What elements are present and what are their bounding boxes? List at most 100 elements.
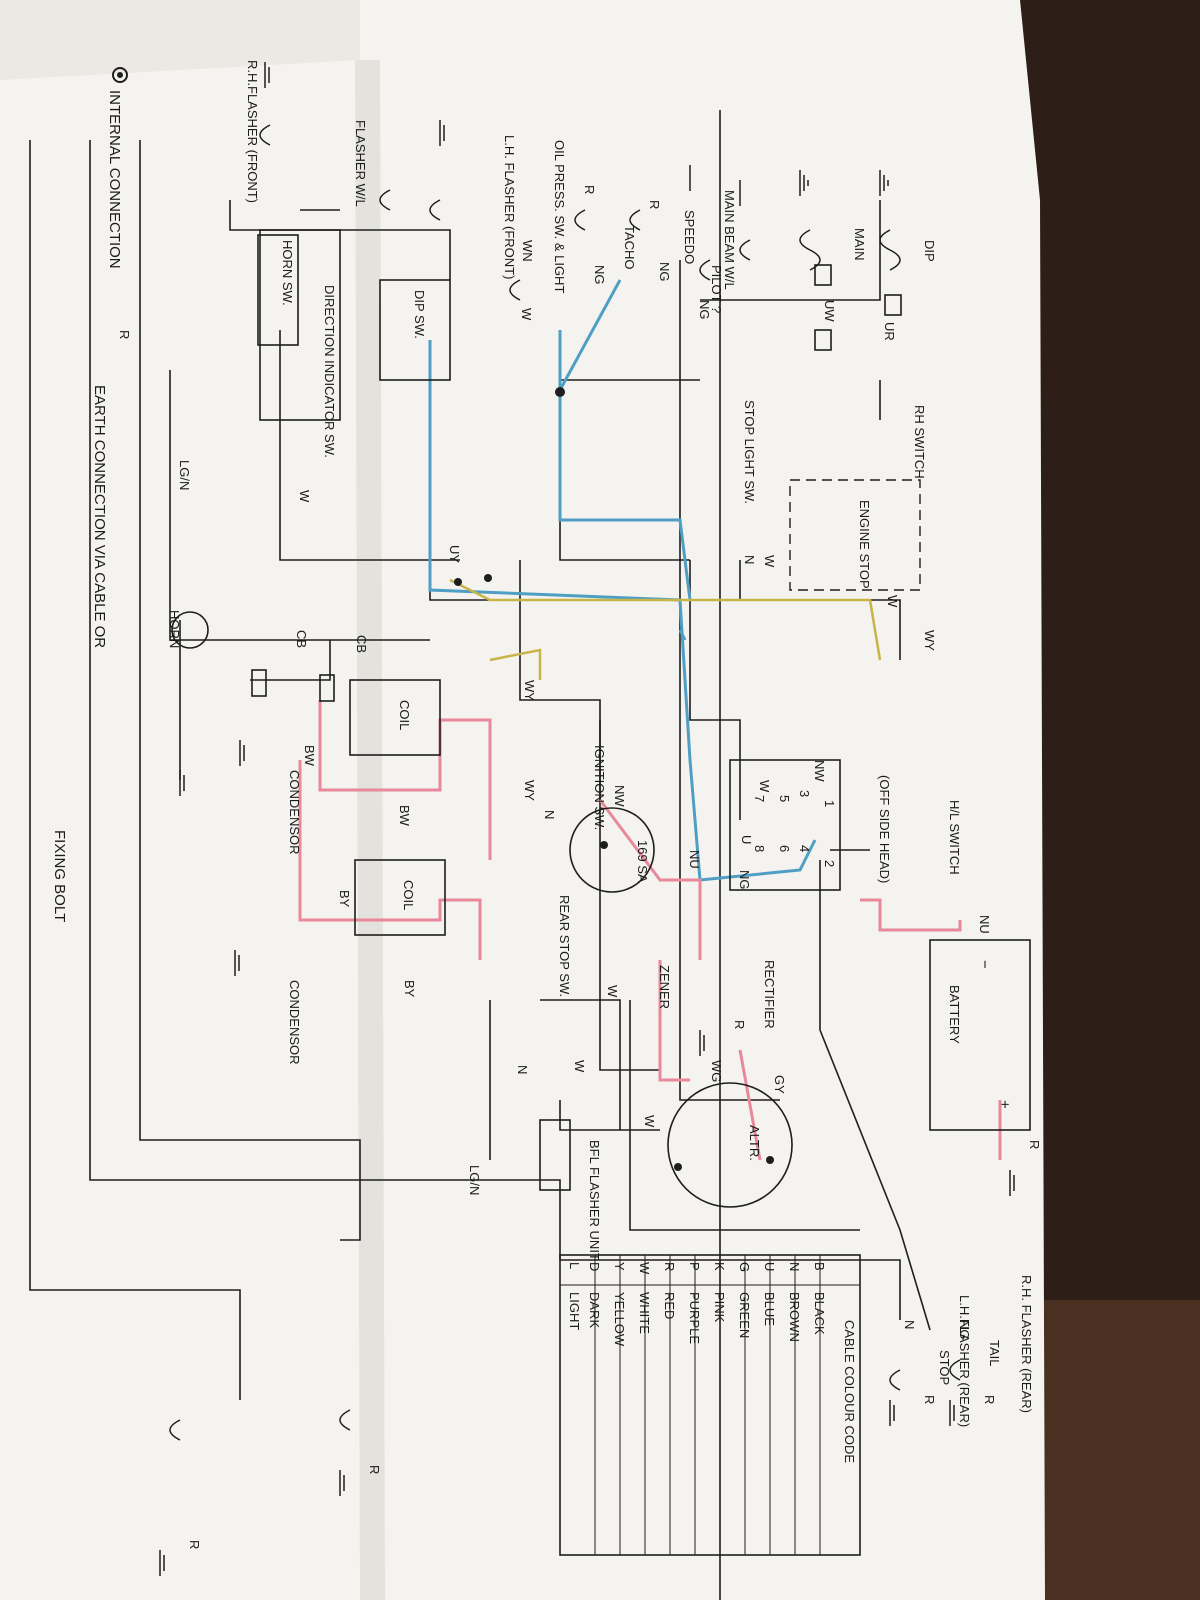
label-n-2: N	[542, 810, 557, 819]
label-n-3: N	[515, 1065, 530, 1074]
cable-code-row: Y YELLOW	[612, 1262, 627, 1347]
label-zener: ZENER	[657, 965, 672, 1009]
connection-dots	[454, 387, 774, 1171]
cable-code-letter: G	[737, 1262, 752, 1272]
label-altr: ALTR.	[747, 1125, 762, 1161]
label-w-6: W	[572, 1060, 587, 1073]
cable-code-letter: R	[662, 1262, 677, 1271]
label-w-1: W	[762, 555, 777, 568]
label-lh-flasher-rear: L.H.FLASHER (REAR)	[957, 1295, 972, 1427]
label-w-2: W	[885, 595, 900, 608]
label-coil-1: COIL	[397, 700, 412, 730]
cable-code-row: K PINK	[712, 1262, 727, 1323]
cable-code-name: LIGHT	[567, 1292, 582, 1330]
cable-code-name: GREEN	[737, 1292, 752, 1338]
wiring-blue	[428, 279, 817, 882]
cable-code-letter: L	[567, 1262, 582, 1269]
label-w-small: W	[519, 308, 534, 321]
label-bfl-flasher-unit: BFL FLASHER UNIT	[587, 1140, 602, 1261]
cable-code-name: WHITE	[637, 1292, 652, 1334]
label-r-2: R	[582, 185, 597, 194]
cable-code-row: W WHITE	[637, 1262, 652, 1334]
label-ng-5: NG	[957, 1320, 972, 1340]
label-n-4: N	[902, 1320, 917, 1329]
cb-resistor-2	[251, 669, 267, 697]
label-gy: GY	[772, 1075, 787, 1094]
cable-code-row: G GREEN	[737, 1262, 752, 1338]
cable-code-name: PURPLE	[687, 1292, 702, 1344]
label-battery-plus: +	[996, 1100, 1013, 1109]
label-w-3: W	[297, 490, 312, 503]
label-uw: UW	[822, 300, 837, 322]
label-r-3: R	[732, 1020, 747, 1029]
label-wn: WN	[520, 240, 535, 262]
label-main: MAIN	[852, 228, 867, 261]
cable-code-title: CABLE COLOUR CODE	[842, 1320, 857, 1463]
label-w-5: W	[605, 985, 620, 998]
cable-code-row: R RED	[662, 1262, 677, 1319]
label-horn-sw: HORN SW.	[280, 240, 295, 306]
label-r-8: R	[187, 1540, 202, 1549]
label-r-5: R	[982, 1395, 997, 1404]
legend-earth-connection: EARTH CONNECTION VIA CABLE OR	[91, 385, 108, 648]
label-speedo: SPEEDO	[682, 210, 697, 264]
label-main-beam: MAIN BEAM W/L	[722, 190, 737, 290]
label-n-1: N	[742, 555, 757, 564]
label-ng-2: NG	[657, 262, 672, 282]
cable-code-letter: W	[637, 1262, 652, 1275]
cable-code-name: DARK	[587, 1292, 602, 1328]
label-nu-1: NU	[687, 850, 702, 869]
label-w-7: W	[642, 1115, 657, 1128]
coil-2-box	[354, 859, 446, 936]
label-bw-2: BW	[302, 745, 317, 767]
terminal-7: 7	[752, 795, 767, 802]
terminal-2: 2	[822, 860, 837, 867]
label-by-2: BY	[402, 980, 417, 998]
label-lh-flasher-front: L.H. FLASHER (FRONT)	[502, 135, 517, 279]
label-bw-1: BW	[397, 805, 412, 827]
label-ignition-sw: IGNITION SW.	[592, 745, 607, 830]
label-horn: HORN	[167, 610, 182, 648]
label-ur: UR	[882, 322, 897, 341]
cable-code-row: N BROWN	[787, 1262, 802, 1342]
label-oil-press: OIL PRESS. SW. & LIGHT	[552, 140, 567, 293]
cable-code-letter: Y	[612, 1262, 627, 1271]
label-nw-2: NW	[812, 760, 827, 782]
label-rh-flasher-rear: R.H. FLASHER (REAR)	[1019, 1275, 1034, 1413]
legend-internal-connection-dot	[117, 72, 123, 78]
label-wy-1: WY	[922, 630, 937, 651]
coil-1-box	[349, 679, 441, 756]
label-pilot: PILOT ?	[709, 265, 724, 313]
legend-r: R	[117, 330, 132, 339]
dip-switch-box	[379, 279, 451, 381]
label-uy: UY	[447, 545, 462, 563]
horn-switch-box	[257, 234, 299, 346]
cable-code-row: D DARK	[587, 1262, 602, 1328]
label-wg: WG	[709, 1060, 724, 1082]
label-stop: STOP	[937, 1350, 952, 1385]
earth-symbols	[159, 62, 1015, 1576]
label-r-7: R	[367, 1465, 382, 1474]
legend-fixing-bolt: FIXING BOLT	[51, 830, 68, 922]
label-ng-3: NG	[592, 265, 607, 285]
label-hl-switch: H/L SWITCH	[947, 800, 962, 875]
label-dip: DIP	[922, 240, 937, 262]
cable-code-grid	[560, 1255, 860, 1555]
cable-code-box	[559, 1254, 861, 1556]
cable-code-name: YELLOW	[612, 1292, 627, 1347]
cable-code-letter: K	[712, 1262, 727, 1271]
label-nw-1: NW	[612, 785, 627, 807]
label-by-1: BY	[337, 890, 352, 908]
cable-code-letter: P	[687, 1262, 702, 1271]
cable-colour-code: CABLE COLOUR CODE B BLACK N BROWN U BLUE…	[567, 1262, 857, 1463]
terminal-1: 1	[822, 800, 837, 807]
battery-box	[929, 939, 1031, 1131]
paper-shade-top	[0, 0, 360, 80]
label-u: U	[739, 835, 754, 844]
label-battery: BATTERY	[947, 985, 962, 1044]
label-rh-flasher-front: R.H.FLASHER (FRONT)	[245, 60, 260, 203]
legend-internal-connection: INTERNAL CONNECTION	[106, 90, 123, 269]
terminal-3: 3	[797, 790, 812, 797]
label-cb-2: CB	[294, 630, 309, 648]
